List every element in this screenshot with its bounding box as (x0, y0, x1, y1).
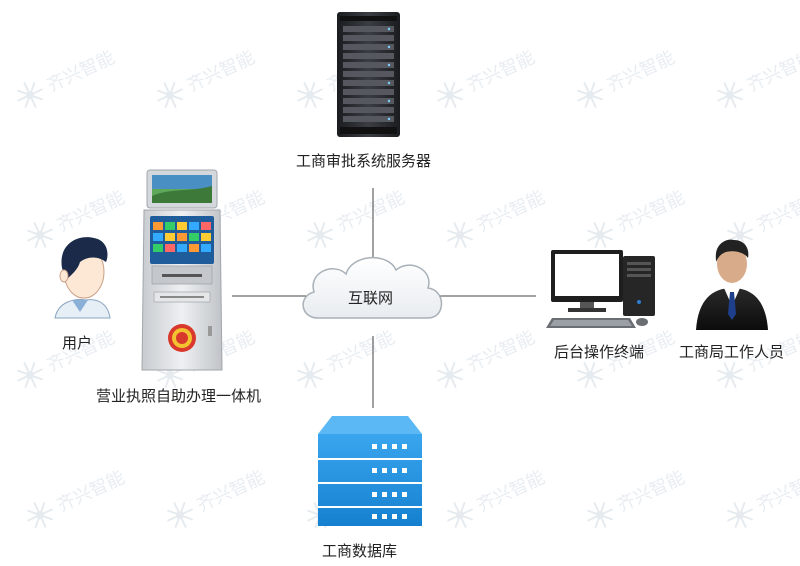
kiosk-label: 营业执照自助办理一体机 (96, 387, 262, 405)
watermark-mark: 齐兴智能 (21, 467, 128, 534)
watermark-text: 齐兴智能 (604, 47, 678, 96)
watermark-text: 齐兴智能 (324, 327, 398, 376)
staff-label: 工商局工作人员 (679, 343, 785, 361)
watermark-text: 齐兴智能 (334, 187, 408, 236)
watermark-text: 齐兴智能 (464, 47, 538, 96)
server-rack-icon (337, 12, 400, 137)
user-avatar-icon (54, 237, 111, 319)
internet-cloud-icon (302, 256, 443, 319)
watermark-text: 齐兴智能 (474, 467, 548, 516)
watermark-mark: 齐兴智能 (441, 467, 548, 534)
watermark-mark: 齐兴智能 (161, 467, 268, 534)
watermark-mark: 齐兴智能 (441, 187, 548, 254)
watermark-text: 齐兴智能 (184, 47, 258, 96)
watermark-mark: 齐兴智能 (291, 327, 398, 394)
watermark-mark: 齐兴智能 (721, 467, 800, 534)
watermark-text: 齐兴智能 (754, 187, 800, 236)
watermark-mark: 齐兴智能 (571, 47, 678, 114)
watermark-mark: 齐兴智能 (301, 187, 408, 254)
watermark-mark: 齐兴智能 (11, 47, 118, 114)
watermark-mark: 齐兴智能 (431, 47, 538, 114)
watermark-mark: 齐兴智能 (581, 467, 688, 534)
terminal-label: 后台操作终端 (554, 343, 645, 361)
database-label: 工商数据库 (322, 542, 398, 560)
watermark-text: 齐兴智能 (54, 187, 128, 236)
connection-lines (232, 188, 536, 408)
watermark-mark: 齐兴智能 (711, 47, 800, 114)
watermark-text: 齐兴智能 (464, 327, 538, 376)
database-server-icon (318, 416, 422, 526)
watermark-text: 齐兴智能 (194, 467, 268, 516)
user-label: 用户 (62, 334, 93, 352)
watermark-mark: 齐兴智能 (431, 327, 538, 394)
watermark-text: 齐兴智能 (54, 467, 128, 516)
watermark-text: 齐兴智能 (474, 187, 548, 236)
watermark-text: 齐兴智能 (614, 187, 688, 236)
watermark-mark: 齐兴智能 (151, 47, 258, 114)
watermark-text: 齐兴智能 (744, 47, 800, 96)
watermark-text: 齐兴智能 (754, 467, 800, 516)
staff-person-icon (696, 239, 768, 330)
kiosk-machine-icon (141, 169, 223, 371)
internet-label: 互联网 (348, 289, 394, 307)
watermark-text: 齐兴智能 (44, 47, 118, 96)
server-label: 工商审批系统服务器 (296, 152, 432, 170)
desktop-terminal-icon (546, 250, 655, 328)
watermark-mark: 齐兴智能 (581, 187, 688, 254)
watermark-text: 齐兴智能 (614, 467, 688, 516)
